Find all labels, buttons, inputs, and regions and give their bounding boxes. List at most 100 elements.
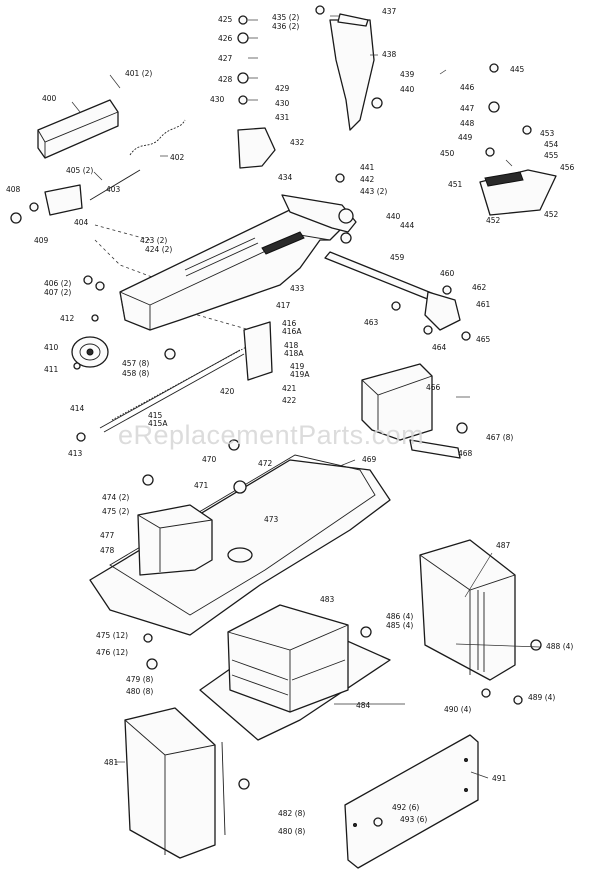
label-418a: 418A xyxy=(284,349,304,358)
label-419a: 419A xyxy=(290,370,310,379)
label-402: 402 xyxy=(170,153,185,162)
label-413: 413 xyxy=(68,449,83,458)
label-400: 400 xyxy=(42,94,57,103)
label-415: 415 xyxy=(148,411,163,420)
watermark: eReplacementParts.com xyxy=(118,420,424,450)
label-418: 418 xyxy=(284,341,299,350)
label-481: 481 xyxy=(104,758,119,767)
label-447: 447 xyxy=(460,104,475,113)
label-442: 442 xyxy=(360,175,375,184)
label-438: 438 xyxy=(382,50,397,59)
label-423: 423 (2) xyxy=(140,236,167,245)
container-assembly xyxy=(199,604,391,741)
label-483: 483 xyxy=(320,595,335,604)
label-452b: 452 xyxy=(486,216,501,225)
label-437: 437 xyxy=(382,7,397,16)
label-435: 435 (2) xyxy=(272,13,299,22)
label-439: 439 xyxy=(400,70,415,79)
label-416: 416 xyxy=(282,319,297,328)
label-490: 490 (4) xyxy=(444,705,471,714)
label-474: 474 (2) xyxy=(102,493,129,502)
label-484: 484 xyxy=(356,701,371,710)
label-446: 446 xyxy=(460,83,475,92)
label-493: 493 (6) xyxy=(400,815,427,824)
label-440b: 440 xyxy=(386,212,401,221)
label-407: 407 (2) xyxy=(44,288,71,297)
label-473: 473 xyxy=(264,515,279,524)
label-476: 476 (12) xyxy=(96,648,128,657)
label-427: 427 xyxy=(218,54,233,63)
label-422: 422 xyxy=(282,396,297,405)
label-414: 414 xyxy=(70,404,85,413)
label-488: 488 (4) xyxy=(546,642,573,651)
label-421: 421 xyxy=(282,384,297,393)
label-468: 468 xyxy=(458,449,473,458)
label-434: 434 xyxy=(278,173,293,182)
label-424: 424 (2) xyxy=(145,245,172,254)
label-482: 482 (8) xyxy=(278,809,305,818)
label-451: 451 xyxy=(448,180,463,189)
label-475: 475 (2) xyxy=(102,507,129,516)
label-477: 477 xyxy=(100,531,115,540)
label-417: 417 xyxy=(276,301,291,310)
label-432: 432 xyxy=(290,138,305,147)
label-463: 463 xyxy=(364,318,379,327)
label-464: 464 xyxy=(432,343,447,352)
label-425: 425 xyxy=(218,15,233,24)
label-461: 461 xyxy=(476,300,491,309)
label-469: 469 xyxy=(362,455,377,464)
label-419: 419 xyxy=(290,362,305,371)
label-457: 457 (8) xyxy=(122,359,149,368)
upper-arm-assembly xyxy=(37,13,557,459)
label-431: 431 xyxy=(275,113,290,122)
label-487: 487 xyxy=(496,541,511,550)
base-panel-481 xyxy=(124,707,226,859)
label-448: 448 xyxy=(460,119,475,128)
label-415a: 415A xyxy=(148,419,168,428)
label-450: 450 xyxy=(440,149,455,158)
label-408: 408 xyxy=(6,185,21,194)
label-453: 453 xyxy=(540,129,555,138)
label-426: 426 xyxy=(218,34,233,43)
label-458: 458 (8) xyxy=(122,369,149,378)
label-411: 411 xyxy=(44,365,59,374)
label-460: 460 xyxy=(440,269,455,278)
label-428: 428 xyxy=(218,75,233,84)
label-404: 404 xyxy=(74,218,89,227)
part-labels: 425 426 427 428 429 430 430 431 432 435 … xyxy=(6,7,575,836)
label-406: 406 (2) xyxy=(44,279,71,288)
label-440: 440 xyxy=(400,85,415,94)
label-489: 489 (4) xyxy=(528,693,555,702)
label-491: 491 xyxy=(492,774,507,783)
label-436: 436 (2) xyxy=(272,22,299,31)
label-459: 459 xyxy=(390,253,405,262)
leader-lines xyxy=(71,15,541,779)
label-412: 412 xyxy=(60,314,75,323)
label-403: 403 xyxy=(106,185,121,194)
label-454: 454 xyxy=(544,140,559,149)
label-492: 492 (6) xyxy=(392,803,419,812)
label-443: 443 (2) xyxy=(360,187,387,196)
label-467: 467 (8) xyxy=(486,433,513,442)
label-444: 444 xyxy=(400,221,415,230)
label-430: 430 xyxy=(210,95,225,104)
label-433: 433 xyxy=(290,284,305,293)
label-420: 420 xyxy=(220,387,235,396)
label-466: 466 xyxy=(426,383,441,392)
label-401: 401 (2) xyxy=(125,69,152,78)
label-416a: 416A xyxy=(282,327,302,336)
label-470: 470 xyxy=(202,455,217,464)
label-462: 462 xyxy=(472,283,487,292)
label-456: 456 xyxy=(560,163,575,172)
label-429: 429 xyxy=(275,84,290,93)
chip-tray-assembly xyxy=(89,454,391,636)
label-409: 409 xyxy=(34,236,49,245)
label-471: 471 xyxy=(194,481,209,490)
label-479: 479 (8) xyxy=(126,675,153,684)
label-475b: 475 (12) xyxy=(96,631,128,640)
label-430b: 430 xyxy=(275,99,290,108)
label-405: 405 (2) xyxy=(66,166,93,175)
hardware xyxy=(10,5,542,827)
label-441: 441 xyxy=(360,163,375,172)
